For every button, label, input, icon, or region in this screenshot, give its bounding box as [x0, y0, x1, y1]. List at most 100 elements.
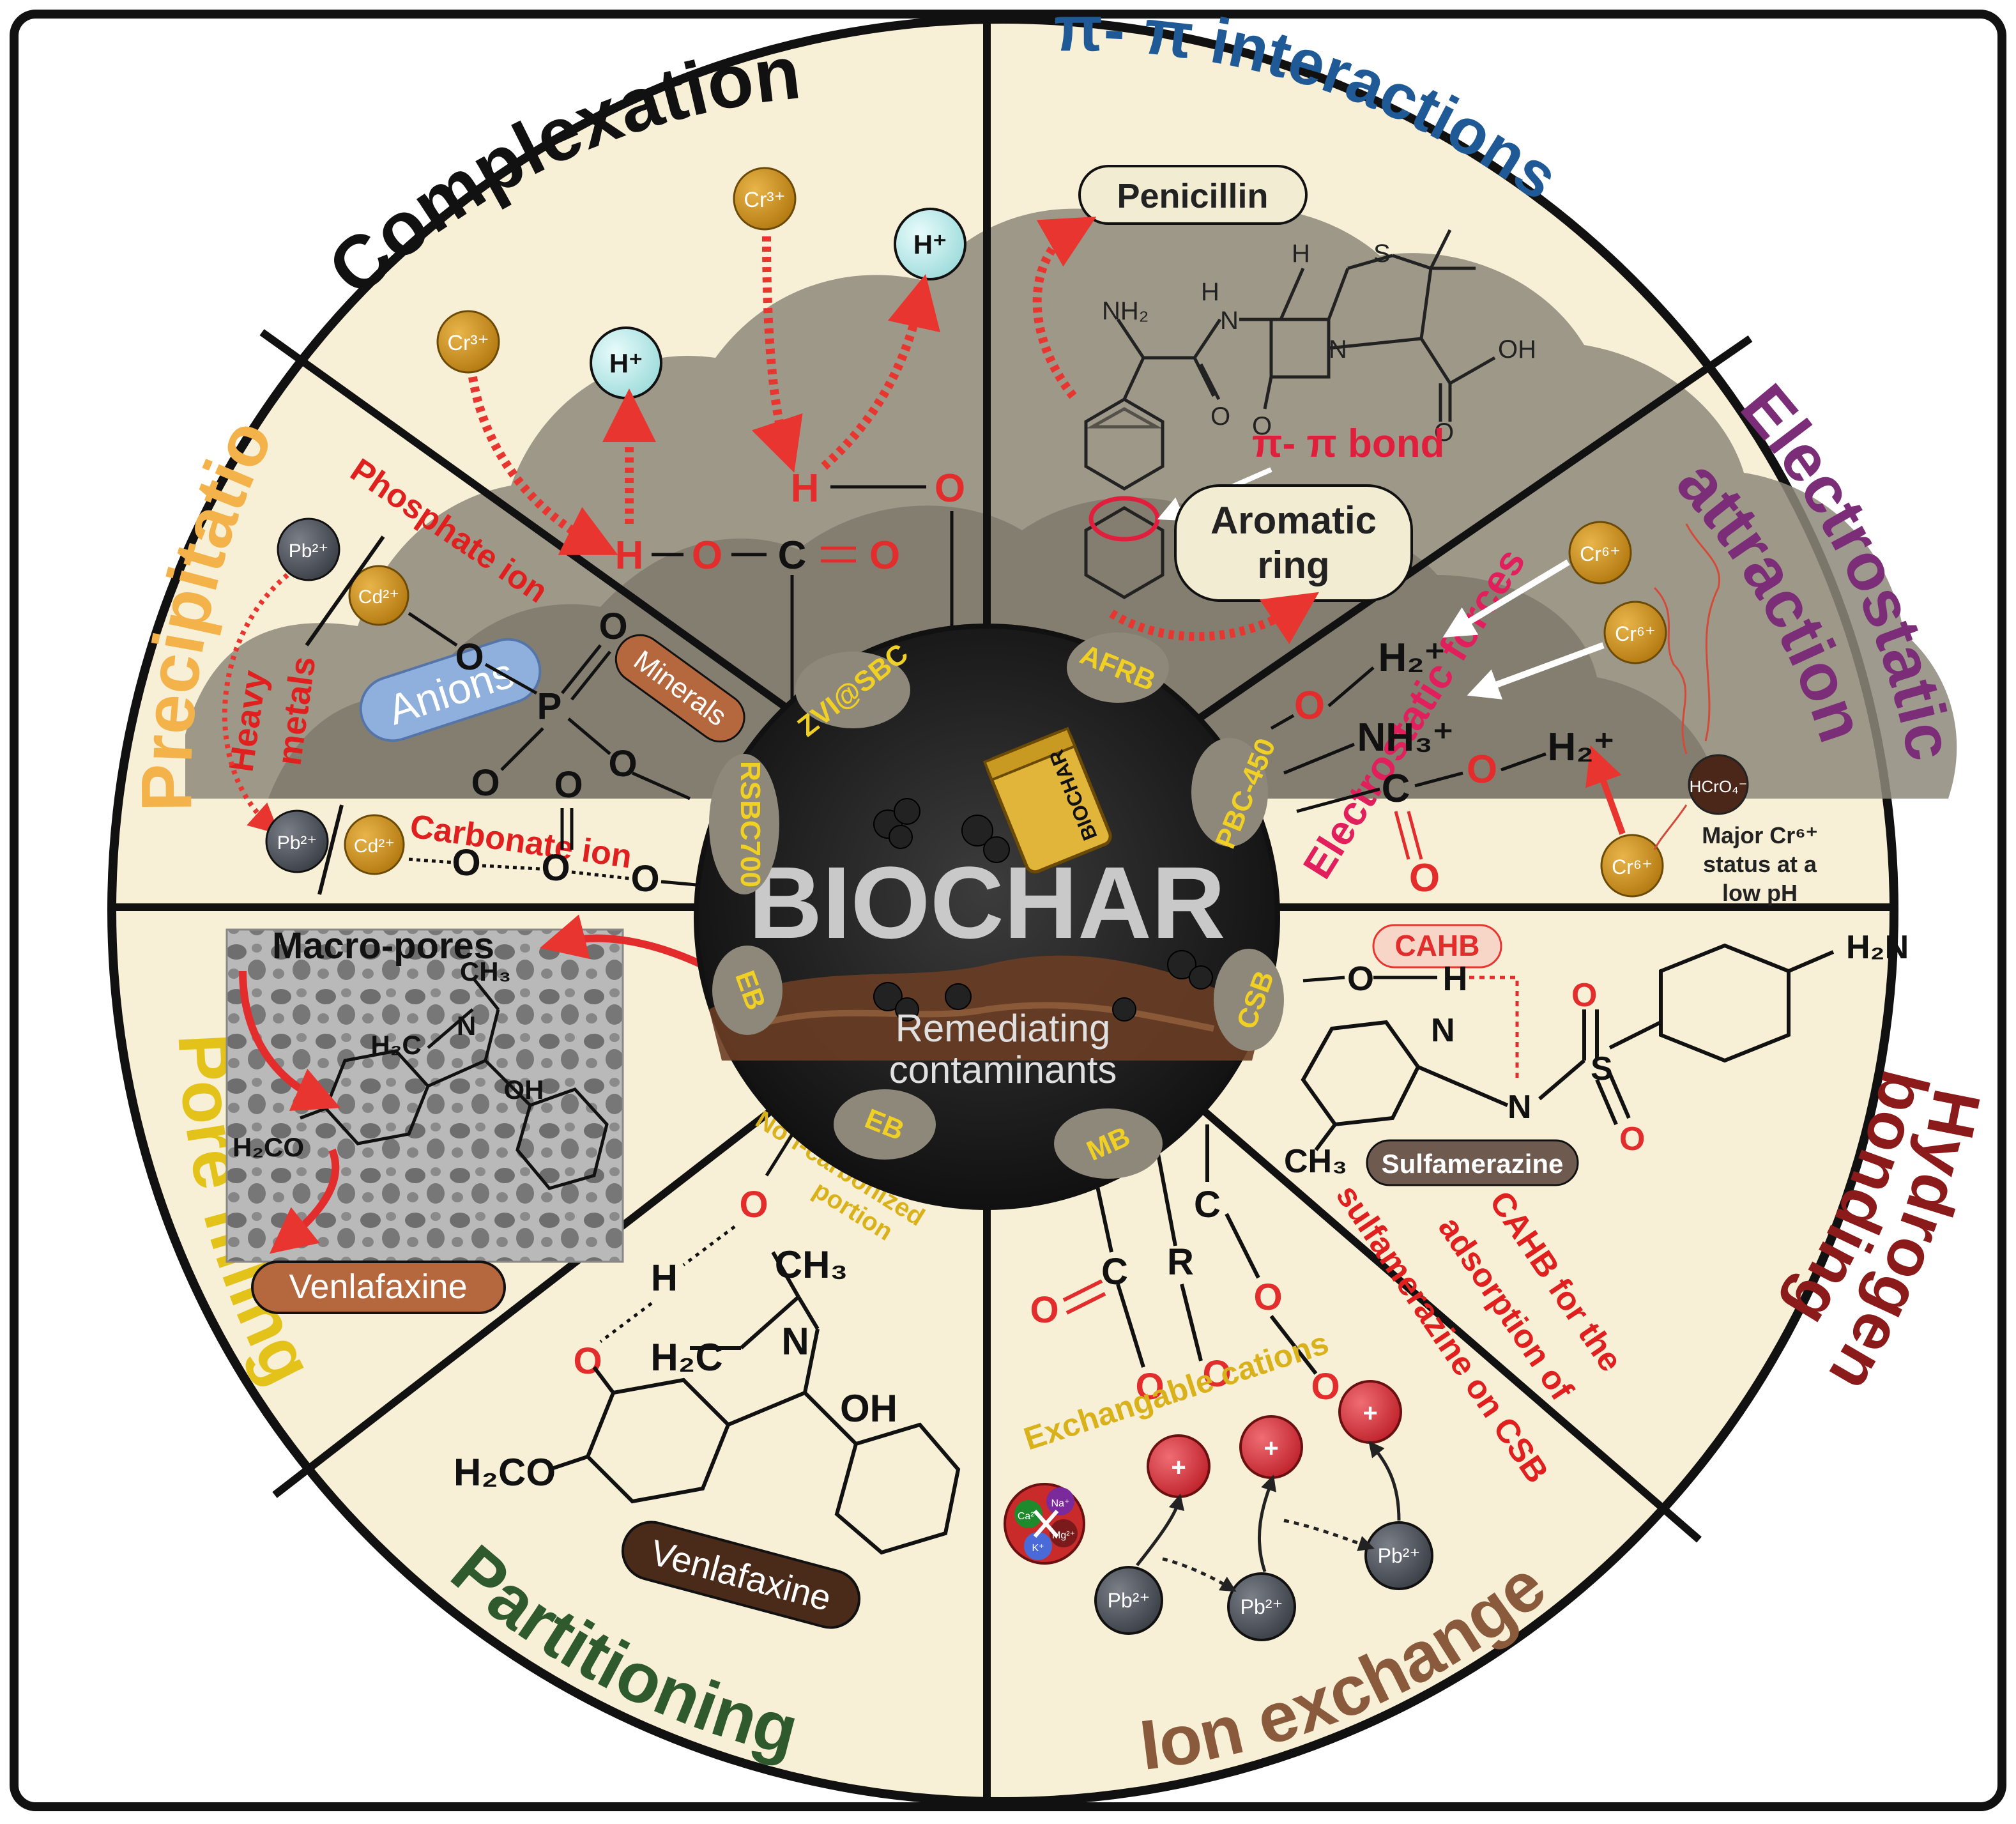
na-label: Na⁺ [1051, 1498, 1070, 1509]
cr6-ion-1 [1568, 521, 1632, 585]
complexation-atom-o3: O [935, 466, 965, 510]
biochar-bag: BIOCHAR [982, 726, 1112, 874]
penicillin-o2: O [1252, 412, 1272, 440]
cahb-label-box [1372, 924, 1502, 969]
electrostatic-o2: O [1467, 747, 1497, 792]
ring-label: ring [1257, 544, 1329, 586]
complexation-atom-h: H [615, 533, 644, 578]
electrostatic-o3: O [1409, 856, 1440, 900]
electrostatic-h2-a: H₂⁺ [1378, 636, 1445, 680]
partition-o1: O [739, 1184, 768, 1225]
penicillin-h2: H [1292, 240, 1310, 268]
hbond-h: H [1443, 960, 1468, 998]
hbond-s: S [1591, 1050, 1613, 1087]
complexation-atom-c: C [778, 533, 807, 578]
cd-label-top: Cd²⁺ [358, 586, 399, 608]
cr6-label-2: Cr⁶⁺ [1615, 622, 1656, 645]
carbonate-o2: O [452, 842, 480, 884]
penicillin-n2: N [1329, 335, 1347, 364]
k-ion [1024, 1532, 1052, 1560]
phosphate-p: P [537, 686, 562, 727]
label-rsbc700: RSBC700 [735, 761, 766, 887]
partition-venlafaxine-box [621, 1521, 861, 1629]
ion-c2: C [1194, 1184, 1221, 1225]
hbond-o: O [1347, 960, 1374, 998]
electrostatic-o1: O [1294, 684, 1325, 728]
biochar-core: BIOCHAR BIOCHAR Remediating contaminants… [694, 624, 1284, 1210]
partition-ch3: CH₃ [775, 1243, 848, 1286]
minerals-label-box [615, 634, 745, 743]
cd-ion-bottom [344, 814, 405, 875]
ca-ion [1014, 1500, 1042, 1528]
partition-h2c: H₂C [650, 1336, 722, 1379]
exchange-plus-3: + [1363, 1399, 1377, 1427]
pb-label-2: Pb²⁺ [1241, 1595, 1283, 1618]
penicillin-o3: O [1434, 418, 1454, 447]
ion-o4: O [1253, 1276, 1282, 1318]
cr6-note-3: low pH [1722, 880, 1798, 906]
k-label: K⁺ [1032, 1543, 1044, 1554]
cr6-note-1: Major Cr⁶⁺ [1702, 822, 1818, 848]
penicillin-label: Penicillin [1117, 177, 1268, 215]
cr6-label-3: Cr⁶⁺ [1612, 855, 1653, 878]
mg-label: Mg²⁺ [1052, 1530, 1075, 1541]
electrostatic-c: C [1382, 767, 1410, 811]
pb-ion-bottom [265, 809, 329, 873]
penicillin-o1: O [1210, 402, 1230, 431]
penicillin-structure [1084, 229, 1496, 599]
electrostatic-h2-b: H₂⁺ [1547, 725, 1614, 769]
biochar-title: BIOCHAR [749, 845, 1226, 960]
pore-n: N [457, 1011, 476, 1041]
exchange-plus-1: + [1171, 1453, 1186, 1482]
h-ion-label-right: H⁺ [913, 229, 947, 259]
carbonate-o3: O [541, 847, 570, 889]
hcro4-ion [1688, 754, 1749, 815]
partition-h2co: H₂CO [454, 1451, 556, 1494]
cd-ion-top [348, 565, 409, 626]
partition-n: N [781, 1320, 809, 1363]
pore-venlafaxine-label: Venlafaxine [289, 1268, 467, 1306]
cr6-ion-3 [1600, 834, 1664, 898]
macro-pores-label: Macro-pores [272, 925, 494, 967]
carbonate-o4: O [630, 858, 659, 900]
anions-label-box [359, 638, 542, 742]
pb-ion-1 [1094, 1566, 1163, 1635]
cr3-ion-top [733, 167, 797, 231]
cr3-label-left: Cr³⁺ [447, 331, 489, 355]
partition-h: H [651, 1257, 678, 1299]
pore-ch3: CH₃ [460, 956, 511, 986]
pb-label-top: Pb²⁺ [289, 540, 329, 562]
phosphate-o4: O [471, 762, 500, 804]
pore-h2c: H₂C [370, 1030, 421, 1060]
phosphate-o2: O [599, 606, 627, 647]
char-particles [873, 798, 1213, 1022]
ion-c1: C [1101, 1251, 1128, 1292]
partition-o2: O [573, 1340, 602, 1382]
ion-o2: O [1135, 1366, 1164, 1407]
hbond-o1: O [1571, 977, 1597, 1014]
complexation-atom-o2: O [869, 533, 900, 578]
cr3-ion-left [436, 310, 500, 374]
pb-label-1: Pb²⁺ [1108, 1589, 1150, 1612]
penicillin-n: N [1220, 307, 1239, 335]
pb-label-3: Pb²⁺ [1378, 1544, 1421, 1567]
hbond-h2n: H₂N [1846, 929, 1909, 966]
electrostatic-nh3: NH₃⁺ [1357, 716, 1454, 760]
sulfamerazine-structure [1301, 943, 1835, 1151]
hbond-n2: N [1508, 1089, 1532, 1126]
pore-venlafaxine-box [251, 1261, 506, 1314]
penicillin-s: S [1373, 240, 1391, 268]
hbond-n1: N [1431, 1012, 1455, 1049]
sulfamerazine-label-box [1366, 1139, 1579, 1186]
mg-ion [1050, 1519, 1078, 1547]
pore-h2co: H₂CO [233, 1132, 304, 1162]
h-ion-label-left: H⁺ [609, 348, 643, 378]
cr6-label-1: Cr⁶⁺ [1580, 542, 1621, 565]
ion-o3: O [1202, 1353, 1231, 1395]
penicillin-oh: OH [1498, 335, 1536, 364]
hbond-ch3: CH₃ [1284, 1143, 1347, 1180]
pb-ion-3 [1364, 1521, 1433, 1590]
cr6-note-2: status at a [1703, 851, 1817, 877]
aromatic-label: Aromatic [1210, 499, 1377, 542]
